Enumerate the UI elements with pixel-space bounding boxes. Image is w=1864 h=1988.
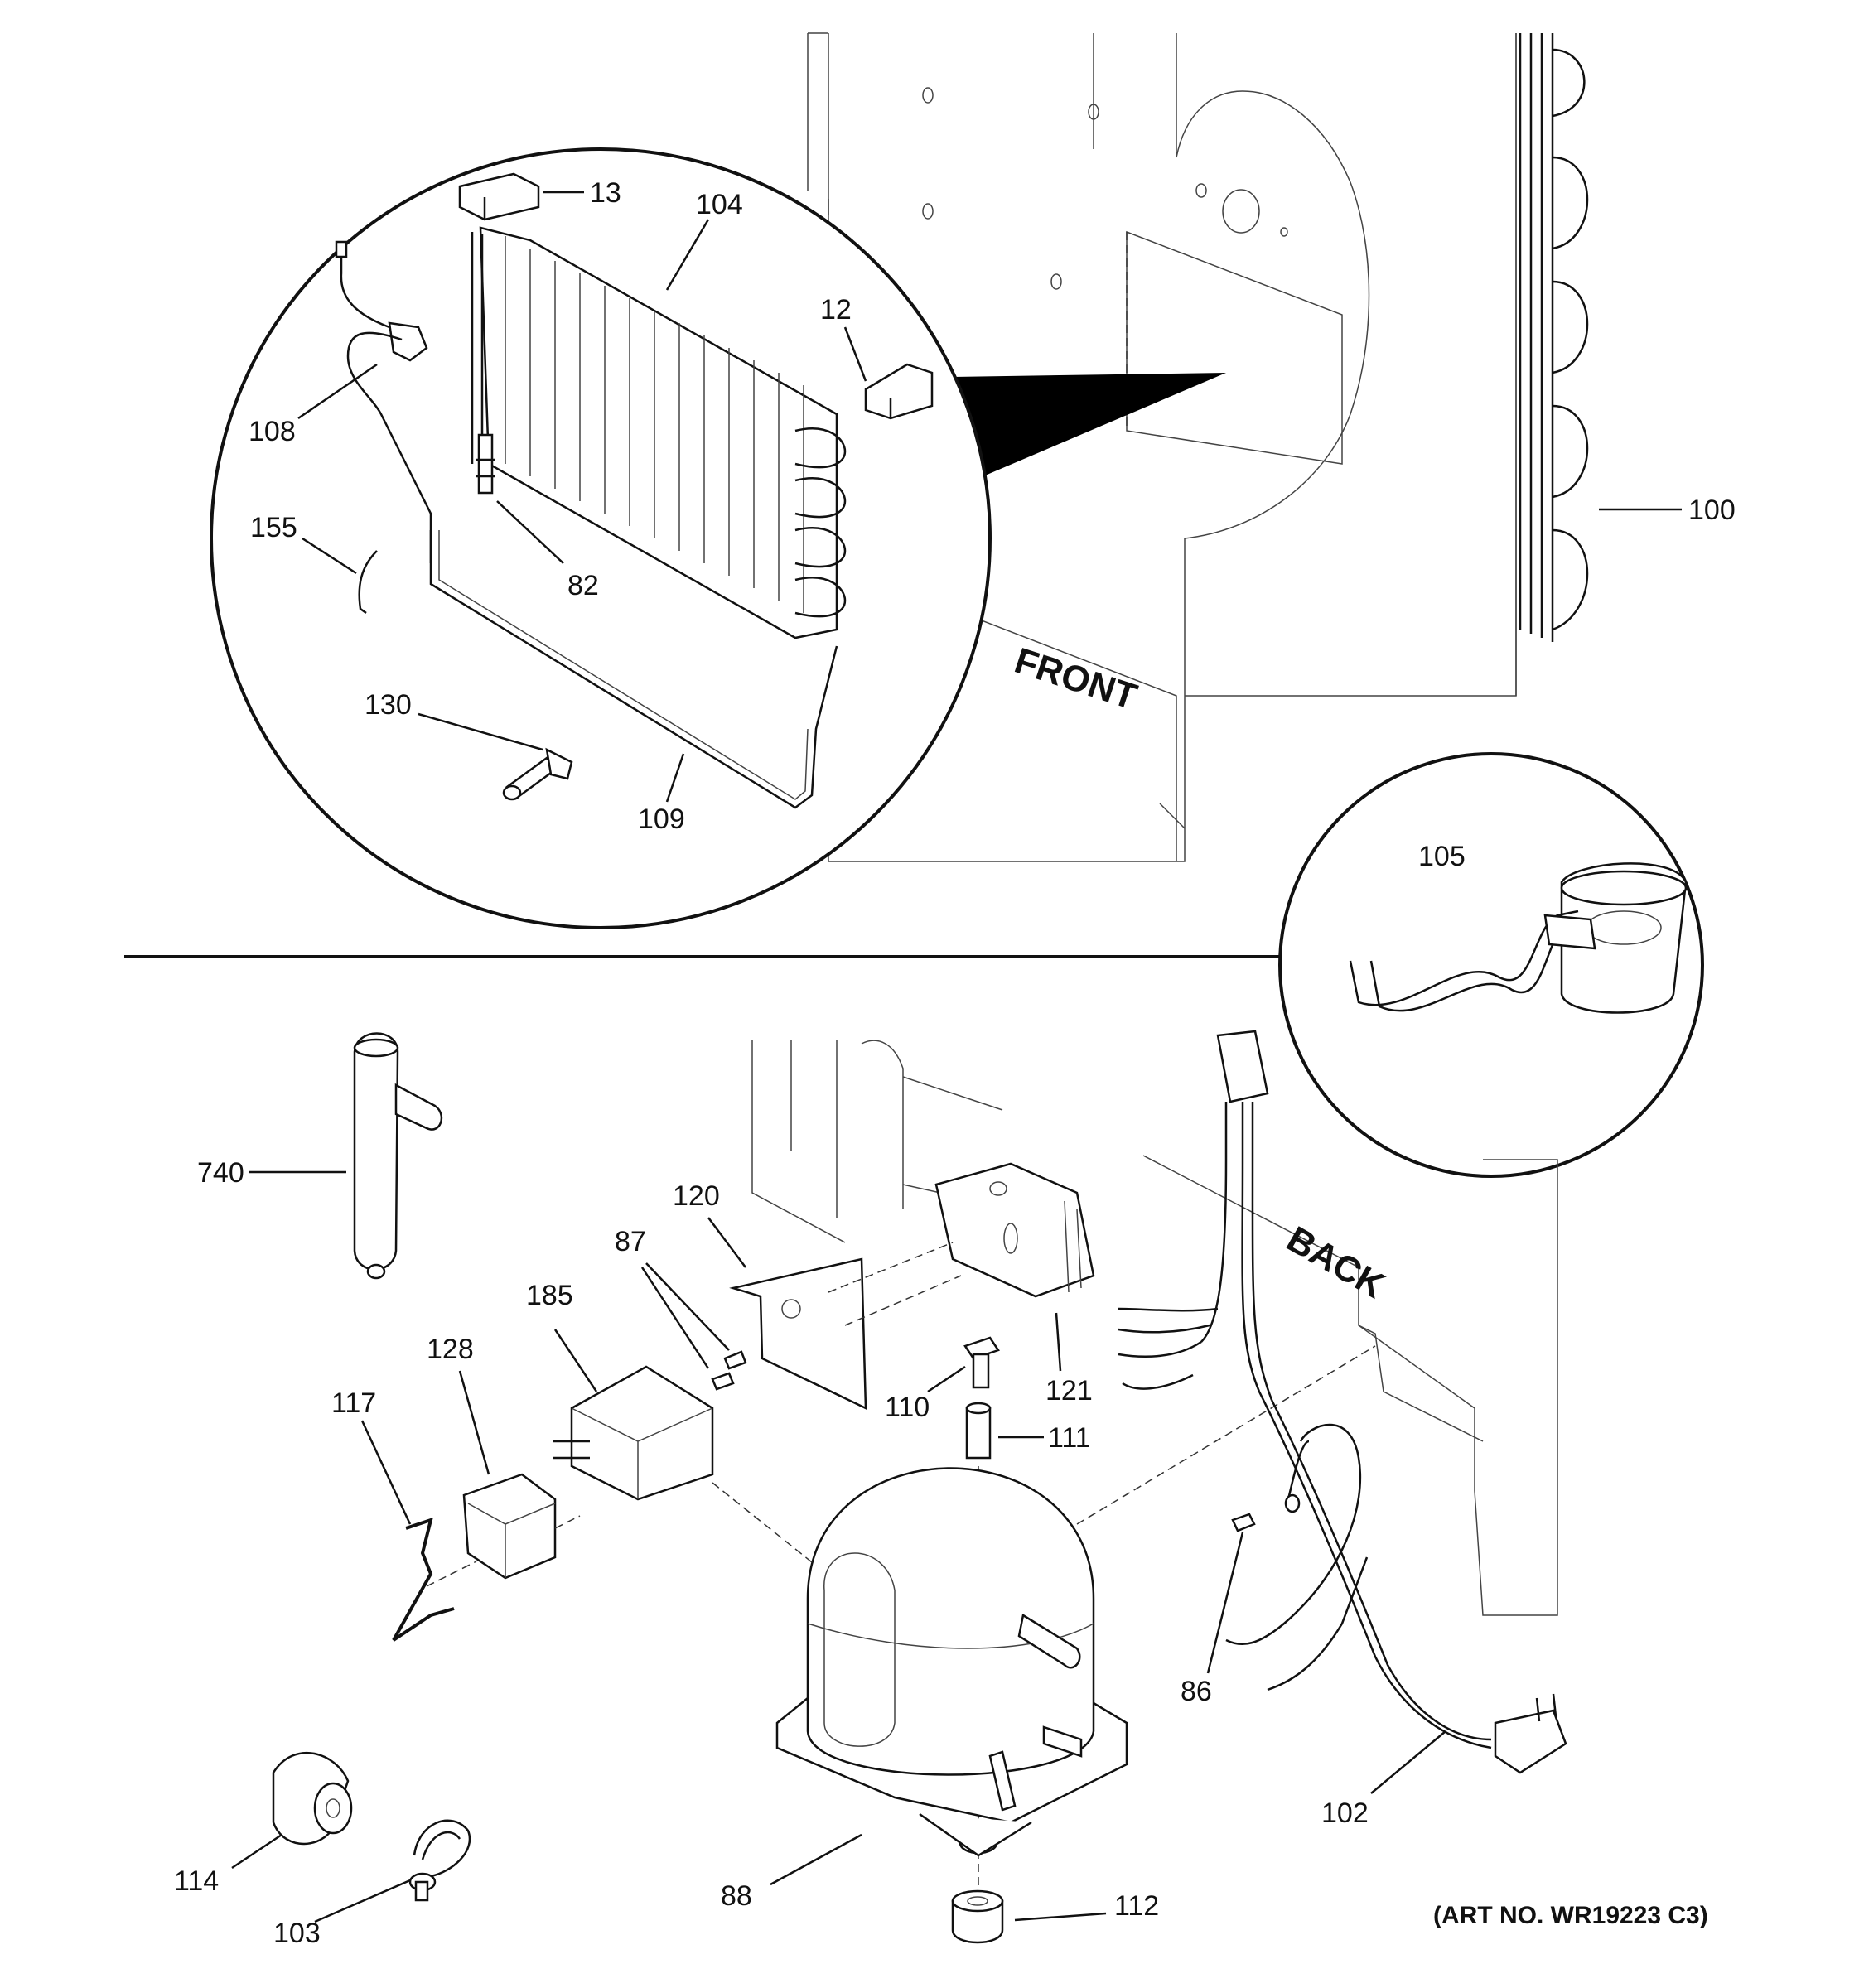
label-102: 102 <box>1321 1797 1369 1829</box>
label-130: 130 <box>365 689 412 721</box>
back-label: BACK <box>1280 1218 1392 1306</box>
part-109-heater-inner <box>438 530 809 800</box>
leader-86 <box>1206 1532 1244 1674</box>
label-185: 185 <box>526 1280 573 1311</box>
leader-87a <box>645 1262 730 1351</box>
part-111-sleeve <box>965 1402 992 1460</box>
art-number: (ART NO. WR19223 C3) <box>1433 1902 1708 1929</box>
leader-128 <box>458 1370 490 1475</box>
leader-104 <box>665 219 710 291</box>
leader-12 <box>843 326 867 382</box>
part-130-pin <box>502 747 573 801</box>
leader-130 <box>418 712 543 751</box>
evaporator-detail-circle <box>210 147 992 929</box>
detail-pointer-wedge <box>953 373 1226 480</box>
label-108: 108 <box>249 416 296 447</box>
guide-120-121 <box>828 1242 962 1326</box>
leader-121 <box>1055 1312 1062 1372</box>
part-740-drier <box>353 1032 443 1280</box>
guide-128-117 <box>426 1515 581 1587</box>
part-112-grommet <box>951 1889 1004 1944</box>
label-100: 100 <box>1688 495 1736 526</box>
leader-112 <box>1014 1912 1107 1922</box>
front-label: FRONT <box>1010 640 1142 717</box>
label-109: 109 <box>638 803 685 835</box>
detail-circle-105 <box>1278 752 1704 1178</box>
label-120: 120 <box>673 1180 720 1212</box>
leader-109 <box>665 753 685 803</box>
leader-108 <box>297 363 378 420</box>
label-12: 12 <box>820 294 852 326</box>
label-13: 13 <box>590 177 621 209</box>
label-111: 111 <box>1048 1422 1091 1454</box>
part-120-hole <box>781 1299 801 1319</box>
part-82-probe <box>476 433 495 495</box>
label-112: 112 <box>1114 1890 1159 1922</box>
part-86-screw <box>1231 1513 1256 1532</box>
label-128: 128 <box>427 1334 474 1365</box>
part-12-pad <box>864 363 934 420</box>
part-185-relay <box>553 1365 714 1501</box>
leader-114 <box>231 1833 282 1870</box>
leader-110 <box>927 1365 966 1393</box>
leader-88 <box>770 1833 862 1886</box>
leader-120 <box>707 1217 746 1268</box>
leader-185 <box>553 1329 598 1392</box>
part-121-timer <box>934 1162 1095 1298</box>
label-121: 121 <box>1045 1375 1093 1407</box>
leader-102 <box>1370 1730 1446 1794</box>
part-102-harness <box>1118 1030 1567 1774</box>
label-88: 88 <box>721 1880 752 1912</box>
part-109-heater <box>429 530 838 809</box>
label-87: 87 <box>615 1226 646 1257</box>
label-104: 104 <box>696 189 743 220</box>
leader-117 <box>360 1420 412 1525</box>
label-117: 117 <box>331 1387 376 1419</box>
part-128-overload <box>462 1473 557 1580</box>
lower-cabinet <box>751 1040 1558 1616</box>
label-103: 103 <box>273 1918 321 1949</box>
part-108-sensor <box>335 240 432 563</box>
leader-155 <box>302 537 357 575</box>
condenser-100 <box>1519 33 1589 642</box>
guide-relay-compressor <box>712 1482 817 1566</box>
leader-82 <box>496 500 564 564</box>
leader-103 <box>314 1879 411 1923</box>
part-103-clamp <box>408 1819 471 1902</box>
part-155-clip <box>358 550 378 615</box>
part-87-screws <box>711 1350 747 1391</box>
label-82: 82 <box>567 570 599 601</box>
leader-87b <box>640 1267 710 1369</box>
label-110: 110 <box>885 1392 930 1423</box>
label-114: 114 <box>174 1865 219 1897</box>
part-120-bracket <box>729 1257 867 1411</box>
part-117-clip <box>392 1517 455 1642</box>
part-110-bolt <box>963 1336 1000 1389</box>
part-88-compressor <box>775 1467 1128 1857</box>
part-114-sleeve <box>272 1751 353 1846</box>
label-740: 740 <box>197 1157 244 1189</box>
part-105-drain-pan <box>1349 862 1688 1014</box>
label-86: 86 <box>1181 1676 1212 1707</box>
part-13-pad <box>458 172 540 221</box>
label-105: 105 <box>1418 841 1466 872</box>
label-155: 155 <box>250 512 297 543</box>
